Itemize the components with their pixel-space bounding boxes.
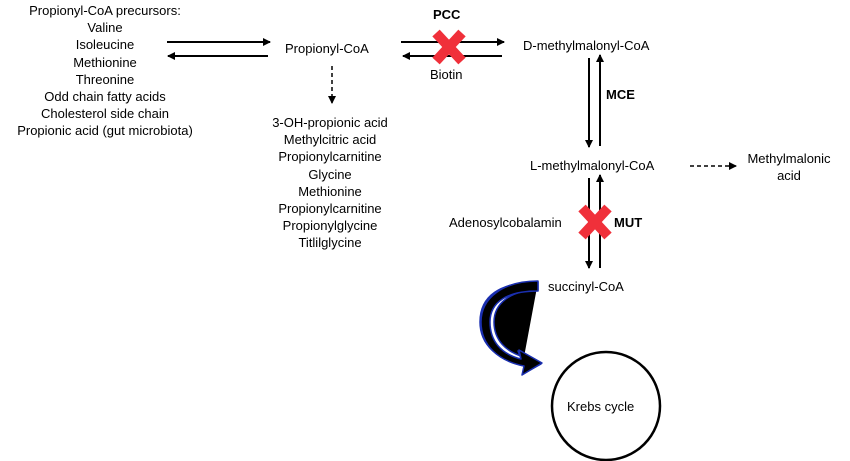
metabolite-item: Propionylcarnitine xyxy=(278,149,382,165)
mut-block-mark xyxy=(578,204,612,240)
krebs-cycle-circle xyxy=(550,350,662,461)
node-succinyl-coa: succinyl-CoA xyxy=(548,279,624,294)
node-propionyl-coa: Propionyl-CoA xyxy=(285,41,369,56)
enzyme-mce: MCE xyxy=(606,87,635,102)
precursor-item: Threonine xyxy=(75,71,135,87)
precursor-item: Valine xyxy=(87,20,123,36)
node-l-methylmalonyl-coa: L-methylmalonyl-CoA xyxy=(530,158,655,173)
enzyme-pcc: PCC xyxy=(433,7,461,22)
metabolite-item: Methylcitric acid xyxy=(283,132,377,148)
alternative-metabolites-list: 3-OH-propionic acid Methylcitric acid Pr… xyxy=(255,114,405,252)
precursor-item: Propionic acid (gut microbiota) xyxy=(17,123,193,139)
cofactor-adenosylcobalamin: Adenosylcobalamin xyxy=(449,215,562,230)
cofactor-biotin: Biotin xyxy=(430,67,463,82)
metabolite-item: 3-OH-propionic acid xyxy=(272,115,388,130)
pcc-block-mark xyxy=(432,29,466,65)
metabolite-item: Propionylglycine xyxy=(282,218,378,234)
enzyme-mut: MUT xyxy=(614,215,643,230)
metabolite-item: Titlilglycine xyxy=(298,235,362,251)
metabolite-item: Propionylcarnitine xyxy=(278,201,382,217)
precursor-item: Isoleucine xyxy=(75,37,135,53)
metabolite-item: Glycine xyxy=(308,166,352,182)
precursor-item: Cholesterol side chain xyxy=(41,106,169,122)
precursor-item: Methionine xyxy=(73,54,137,70)
precursors-list: Propionyl-CoA precursors: Valine Isoleuc… xyxy=(0,2,210,140)
node-d-methylmalonyl-coa: D-methylmalonyl-CoA xyxy=(523,38,650,53)
node-methylmalonic-acid: Methylmalonic acid xyxy=(747,151,831,184)
precursors-title: Propionyl-CoA precursors: xyxy=(29,3,181,18)
precursor-item: Odd chain fatty acids xyxy=(44,89,166,105)
metabolite-item: Methionine xyxy=(298,183,362,199)
node-krebs-cycle: Krebs cycle xyxy=(567,399,635,414)
